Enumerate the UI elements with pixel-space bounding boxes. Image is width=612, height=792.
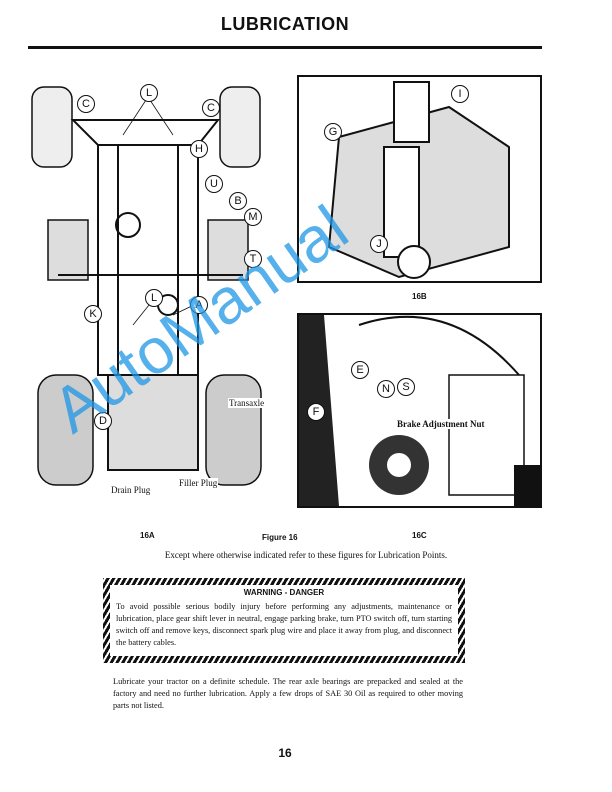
label-brake-adjustment-nut: Brake Adjustment Nut [396,419,486,429]
page-title: LUBRICATION [220,14,350,34]
figure-16a-label: 16A [140,531,155,540]
callout-H: H [190,140,208,158]
label-drain-plug: Drain Plug [110,485,152,495]
callout-U: U [205,175,223,193]
figure-16b: I G J [297,75,542,283]
gearbox-illustration [327,81,510,279]
callout-B: B [229,192,247,210]
title-rule [28,46,542,49]
figure-16c-label: 16C [412,531,427,540]
callout-D: D [94,412,112,430]
callout-C-right: C [202,99,220,117]
figure-16c: E N S F Brake Adjustment Nut [297,313,542,508]
callout-L-top: L [140,84,158,102]
label-filler-plug: Filler Plug [178,478,219,488]
warning-text: To avoid possible serious bodily injury … [116,602,452,647]
callout-M: M [244,208,262,226]
callout-I: I [451,85,469,103]
figure-caption: Except where otherwise indicated refer t… [164,550,448,560]
callout-N: N [377,380,395,398]
callout-G: G [324,123,342,141]
figure-title: Figure 16 [262,533,298,542]
callout-K: K [84,305,102,323]
figure-16a: L C C H U B M T L A K D Transaxle Filler… [28,75,275,505]
figure-16b-label: 16B [412,292,427,301]
callout-A: A [190,296,208,314]
callout-C-left: C [77,95,95,113]
warning-title: WARNING - DANGER [243,588,325,597]
warning-box: WARNING - DANGER To avoid possible serio… [103,578,465,663]
callout-S: S [397,378,415,396]
callout-L-bottom: L [145,289,163,307]
callout-F: F [307,403,325,421]
label-transaxle: Transaxle [228,398,266,408]
callout-T: T [244,250,262,268]
page-number: 16 [278,746,292,760]
brake-assembly-illustration [299,315,540,506]
lubrication-paragraph: Lubricate your tractor on a definite sch… [113,677,463,710]
callout-E: E [351,361,369,379]
callout-J: J [370,235,388,253]
